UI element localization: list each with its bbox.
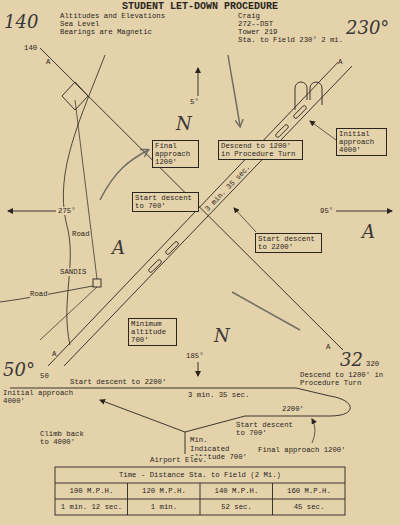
table-cell: 100 M.P.H. [59, 487, 125, 495]
station-diamond [62, 82, 88, 110]
note-text: Altitudes and Elevations [60, 12, 165, 20]
end-letter: A [46, 58, 50, 66]
handwritten-note: A [112, 238, 125, 258]
table-cell: 1 min. 12 sec. [59, 503, 125, 511]
profile-label: Descend to 1200' in Procedure Turn [300, 371, 392, 387]
time-table [55, 467, 345, 515]
note-box: Initial approach 4000' [336, 128, 387, 156]
box-text: Start descent to 2200' [258, 235, 319, 251]
plan-view [0, 48, 392, 376]
box-text: Descend to 1200' in Procedure Turn [221, 142, 300, 158]
airport-tick [185, 432, 186, 454]
profile-label: 2200' [282, 405, 304, 413]
course-line [40, 48, 345, 352]
bearing-arrow [198, 362, 199, 376]
table-cell: 160 M.P.H. [276, 487, 342, 495]
box-text: Minimum altitude 700' [131, 320, 174, 344]
table-cell: 140 M.P.H. [204, 487, 270, 495]
leader-arrow [234, 208, 256, 232]
fan-marker-bar [275, 124, 289, 138]
box-text: Initial approach 4000' [339, 130, 384, 154]
road-line [63, 55, 105, 345]
leader-arrow [312, 419, 315, 443]
fan-marker [148, 259, 162, 273]
fan-marker [165, 241, 179, 255]
table-cell: 1 min. [131, 503, 197, 511]
table-cell: 45 sec. [276, 503, 342, 511]
bearing-label: 140 [24, 44, 37, 52]
pencil-marks [100, 55, 300, 330]
profile-label: Final approach 1200' [258, 446, 346, 454]
station-info: Craig [238, 12, 260, 20]
climb-profile [100, 400, 185, 432]
box-text: Final approach 1200' [155, 142, 196, 166]
road-label: Road [30, 290, 48, 298]
handwritten-note: N [176, 114, 192, 134]
note-box: Minimum altitude 700' [128, 318, 177, 346]
station-info: 272--DST [238, 20, 273, 28]
handwritten-note: 32 [340, 350, 363, 370]
handwritten-note: A [362, 222, 375, 242]
table-grid [55, 483, 345, 515]
note-box: Final approach 1200' [152, 140, 199, 168]
station-name: SANDIS [60, 268, 86, 276]
profile-label: Min. [190, 436, 208, 444]
pencil-arrow [228, 55, 240, 126]
end-letter: A [326, 343, 330, 351]
note-box: Start descent to 700' [132, 192, 199, 212]
pencil-stroke [232, 292, 300, 330]
bearing-label: 50 [40, 372, 49, 380]
table-border [55, 467, 345, 515]
handwritten-note: 140 [4, 12, 38, 32]
bearing-arrow [336, 211, 392, 212]
course-line [64, 66, 352, 366]
note-text: Sea Level [60, 20, 99, 28]
note-box: Descend to 1200' in Procedure Turn [218, 140, 303, 160]
station-info: Tower 219 [238, 28, 277, 36]
road-line [0, 286, 93, 302]
note-box: Start descent to 2200' [255, 233, 322, 253]
profile-label: Airport Elev. [150, 456, 207, 464]
station-square [93, 279, 101, 287]
procedure-turn-symbol [295, 82, 322, 110]
course-line [75, 100, 97, 279]
profile-label: Start descent to 2200' [70, 378, 166, 386]
box-text: Start descent to 700' [135, 194, 196, 210]
note-text: Bearings are Magnetic [60, 28, 152, 36]
profile-label: Climb back to 4000' [40, 430, 90, 446]
bearing-label: 320 [366, 360, 379, 368]
time-label: 3 min. 35 sec. [203, 163, 251, 213]
end-letter: A [52, 350, 56, 358]
chart-title: STUDENT LET-DOWN PROCEDURE [122, 1, 278, 12]
handwritten-note: 230° [346, 18, 389, 38]
course-line [48, 58, 342, 366]
handwritten-note: N [214, 326, 230, 346]
station-info: Sta. to Field 230° 2 mi. [238, 36, 343, 44]
table-heading: Time - Distance Sta. to Field (2 Mi.) [60, 471, 340, 479]
bearing-label: 95° [320, 207, 333, 215]
end-letter: A [338, 58, 342, 66]
fan-marker-bar [165, 241, 179, 255]
course-line [40, 287, 97, 340]
profile-label: Start descent to 700' [236, 421, 298, 437]
bearing-label: 5° [190, 98, 199, 106]
table-cell: 120 M.P.H. [131, 487, 197, 495]
bearing-label: 275° [58, 207, 76, 215]
profile-label: Initial approach 4000' [3, 389, 77, 405]
time-label: 3 min. 35 sec. [188, 391, 249, 399]
bearing-arrow [198, 68, 199, 96]
bearing-label: 185° [186, 352, 204, 360]
fan-marker [275, 124, 289, 138]
road-label: Road [72, 230, 90, 238]
leader-arrow [310, 121, 336, 140]
handwritten-note: 50° [3, 360, 35, 380]
table-cell: 52 sec. [204, 503, 270, 511]
bearing-arrow [8, 211, 56, 212]
fan-marker-bar [148, 259, 162, 273]
